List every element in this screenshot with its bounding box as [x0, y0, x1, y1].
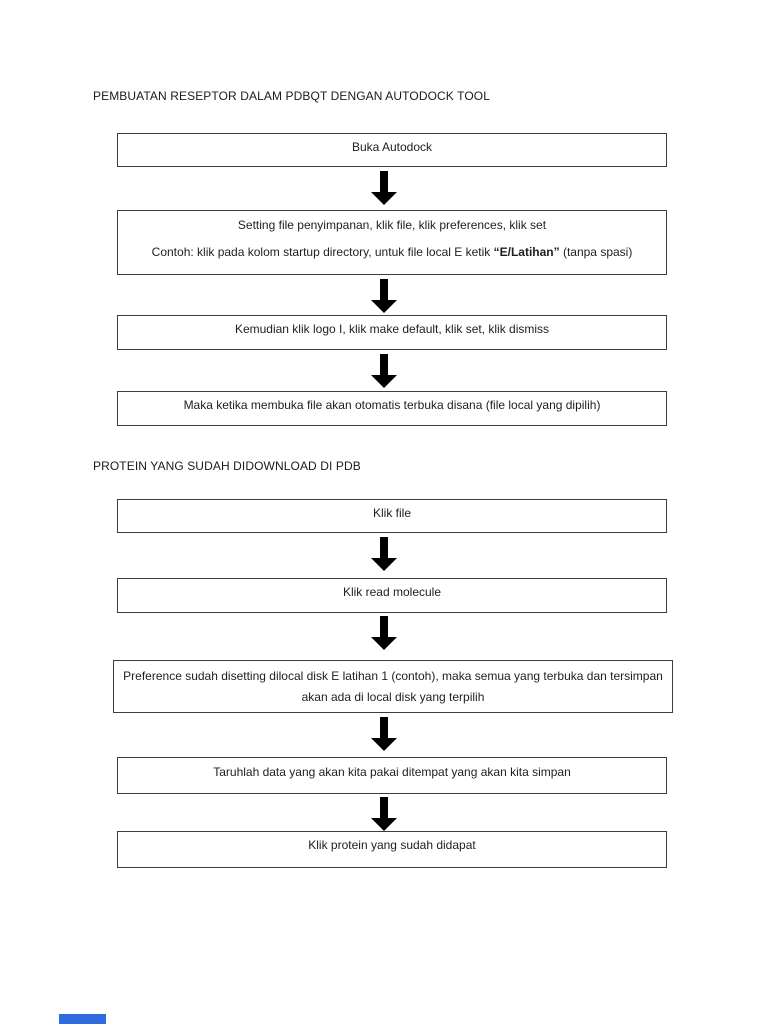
flow-box-buka-autodock: Buka Autodock [117, 133, 667, 167]
down-arrow-icon [371, 354, 397, 388]
arrow-stem [380, 171, 388, 192]
arrow-stem [380, 354, 388, 375]
flow-box-read-molecule: Klik read molecule [117, 578, 667, 613]
flow-box-klik-file: Klik file [117, 499, 667, 533]
arrow-head [371, 300, 397, 313]
down-arrow-icon [371, 616, 397, 650]
flow-box-preference-disetting: Preference sudah disetting dilocal disk … [113, 660, 673, 713]
down-arrow-icon [371, 797, 397, 831]
flow-box-text: Klik protein yang sudah didapat [308, 838, 476, 852]
flow-box-klik-protein: Klik protein yang sudah didapat [117, 831, 667, 868]
flow-box-file-otomatis: Maka ketika membuka file akan otomatis t… [117, 391, 667, 426]
arrow-stem [380, 797, 388, 818]
flow-box-taruh-data: Taruhlah data yang akan kita pakai ditem… [117, 757, 667, 794]
down-arrow-icon [371, 171, 397, 205]
arrow-stem [380, 279, 388, 300]
bold-path-text: “E/Latihan” [493, 245, 560, 259]
section-title-pembuatan-reseptor: PEMBUATAN RESEPTOR DALAM PDBQT DENGAN AU… [93, 89, 490, 103]
arrow-stem [380, 616, 388, 637]
flow-box-setting-file: Setting file penyimpanan, klik file, kli… [117, 210, 667, 275]
flow-box-klik-logo: Kemudian klik logo I, klik make default,… [117, 315, 667, 350]
arrow-head [371, 192, 397, 205]
flow-box-text: Contoh: klik pada kolom startup director… [151, 245, 633, 259]
arrow-head [371, 738, 397, 751]
arrow-head [371, 558, 397, 571]
flow-box-text: Buka Autodock [351, 140, 433, 154]
flow-box-text: Preference sudah disetting dilocal disk … [123, 669, 663, 704]
flow-box-text: Maka ketika membuka file akan otomatis t… [183, 398, 601, 412]
arrow-stem [380, 717, 388, 738]
arrow-stem [380, 537, 388, 558]
flow-box-text: Setting file penyimpanan, klik file, kli… [237, 218, 547, 232]
down-arrow-icon [371, 537, 397, 571]
flow-box-text: Taruhlah data yang akan kita pakai ditem… [213, 765, 571, 779]
arrow-head [371, 375, 397, 388]
flow-box-text: Klik file [372, 506, 411, 520]
section-title-protein-pdb: PROTEIN YANG SUDAH DIDOWNLOAD DI PDB [93, 459, 361, 473]
arrow-head [371, 637, 397, 650]
arrow-head [371, 818, 397, 831]
down-arrow-icon [371, 279, 397, 313]
down-arrow-icon [371, 717, 397, 751]
page-loading-indicator [59, 1014, 106, 1024]
flow-box-text: Klik read molecule [342, 585, 442, 599]
flow-box-text: Kemudian klik logo I, klik make default,… [234, 322, 550, 336]
